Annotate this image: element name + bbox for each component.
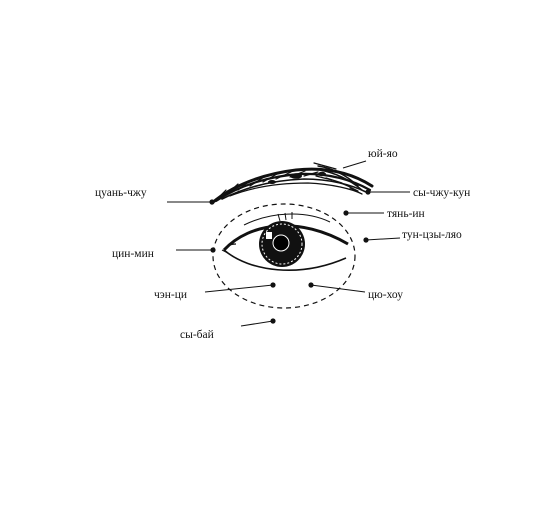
label-yuy-yao: юй-яо	[368, 148, 398, 160]
eye	[221, 221, 349, 271]
point-sy-bay	[270, 318, 276, 324]
eyelid-crease	[243, 212, 331, 226]
point-tun-tszy-lyao	[363, 237, 369, 243]
point-tsuan-chzhu	[209, 199, 215, 205]
label-tsyu-khou: цю-хоу	[368, 289, 403, 301]
label-tun-tszy-lyao: тун-цзы-ляо	[402, 229, 462, 241]
point-tsyu-khou	[308, 282, 314, 288]
label-tsuan-chzhu: цуань-чжу	[95, 187, 147, 199]
orbit-outline	[212, 203, 356, 309]
point-tsin-min	[210, 247, 216, 253]
label-sy-bay: сы-бай	[180, 329, 214, 341]
point-sy-chzhu-kun	[365, 189, 371, 195]
point-tyan-in	[343, 210, 349, 216]
eyebrow	[210, 162, 374, 205]
pupil	[272, 234, 290, 252]
label-tyan-in: тянь-ин	[387, 208, 425, 220]
label-sy-chzhu-kun: сы-чжу-кун	[413, 187, 470, 199]
point-chen-tsi	[270, 282, 276, 288]
label-tsin-min: цин-мин	[112, 248, 154, 260]
leader-lines	[167, 160, 410, 327]
label-chen-tsi: чэн-ци	[154, 289, 187, 301]
